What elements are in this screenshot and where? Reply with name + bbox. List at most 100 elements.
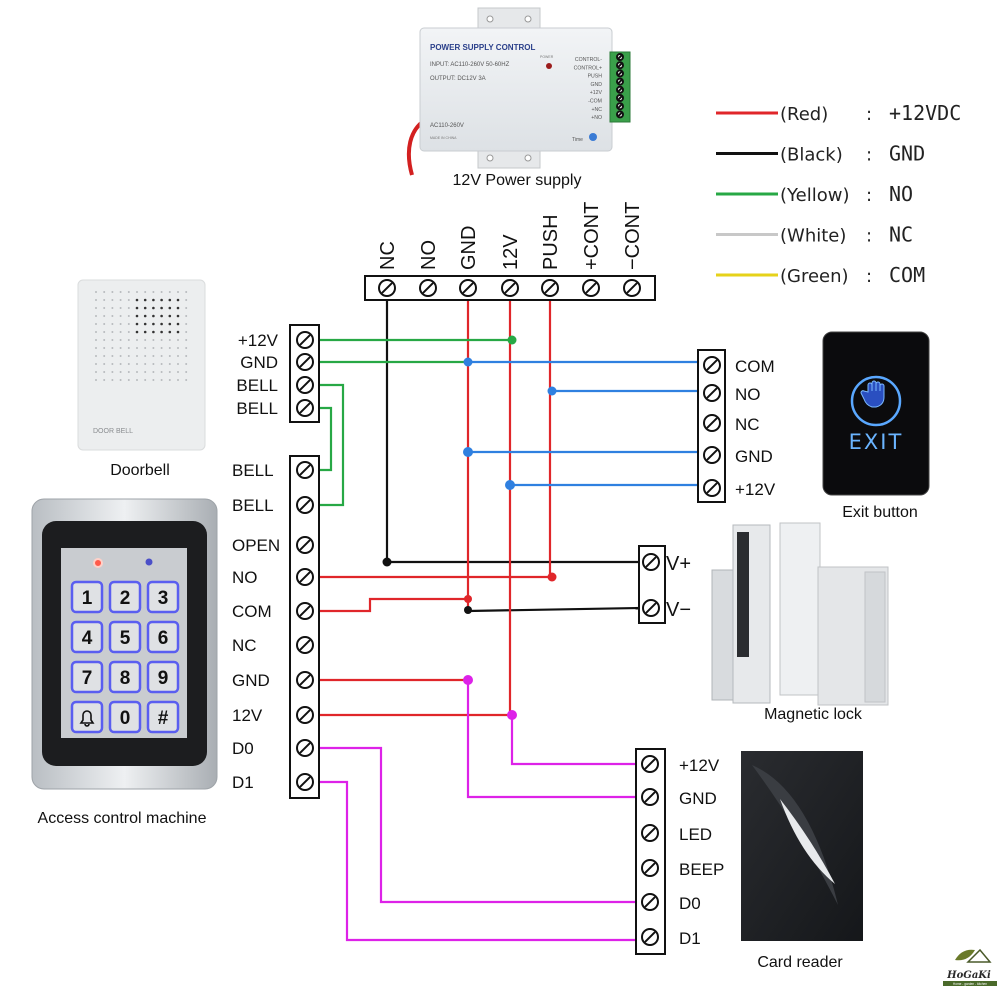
- screw-slot-icon: [626, 282, 638, 294]
- controller-terminal-screw-icon: [296, 496, 314, 514]
- grille-hole: [119, 379, 122, 381]
- screw-slot-icon: [617, 54, 623, 60]
- grille-hole: [185, 347, 188, 349]
- grille-hole: [176, 330, 180, 334]
- grille-hole: [127, 307, 130, 309]
- legend-separator: :: [866, 266, 872, 287]
- keypad-key-face: [146, 620, 180, 654]
- screw-slot-icon: [299, 742, 311, 754]
- legend-color-name: (Yellow): [780, 185, 849, 206]
- grille-hole: [152, 330, 155, 334]
- grille-hole: [160, 330, 163, 334]
- grille-hole: [168, 322, 172, 326]
- grille-hole: [176, 298, 180, 302]
- grille-hole: [177, 371, 179, 373]
- grille-hole: [111, 315, 114, 317]
- grille-hole: [119, 307, 122, 309]
- grille-hole: [160, 298, 163, 302]
- grille-hole: [127, 379, 130, 381]
- exit-button-ring: [850, 375, 902, 427]
- grille-hole: [136, 339, 138, 341]
- psu-side-label: +NO: [591, 115, 602, 121]
- legend-meaning: NC: [889, 223, 913, 247]
- reader-terminal-screw-icon: [641, 893, 659, 911]
- grille-hole: [168, 306, 172, 310]
- power-supply-caption: 12V Power supply: [453, 172, 582, 189]
- controller-terminal-label: COM: [232, 602, 272, 621]
- grille-hole: [103, 315, 106, 317]
- psu-side-label: +12V: [590, 90, 603, 96]
- keypad-key-label: 1: [82, 588, 93, 609]
- controller-terminal-label: D1: [232, 773, 254, 792]
- psu-terminal-label: GND: [458, 226, 480, 270]
- keypad-key-face: [146, 580, 180, 614]
- grille-hole: [95, 347, 97, 349]
- screw-slot-icon: [299, 674, 311, 686]
- lock-magnet: [737, 532, 749, 657]
- grille-hole: [177, 355, 179, 357]
- grille-hole: [160, 379, 163, 381]
- grille-hole: [144, 339, 147, 341]
- exit-button-body: [822, 331, 930, 496]
- grille-hole: [144, 355, 147, 357]
- reader-terminal-block: [635, 748, 666, 955]
- grille-hole: [185, 307, 188, 309]
- psu-terminal-screw-icon: [378, 279, 396, 297]
- screw-slot-icon: [299, 499, 311, 511]
- screw-slot-icon: [645, 602, 657, 614]
- grille-hole: [143, 306, 147, 310]
- grille-hole: [127, 347, 130, 349]
- grille-hole: [177, 291, 179, 293]
- screw-slot-icon: [544, 282, 556, 294]
- card-reader-caption: Card reader: [757, 954, 843, 971]
- reader-terminal-screw-icon: [641, 755, 659, 773]
- card-reader-body: [741, 751, 863, 941]
- controller-terminal-screw-icon: [296, 536, 314, 554]
- grille-hole: [103, 371, 106, 373]
- psu-terminal-label: +CONT: [581, 202, 603, 270]
- grille-hole: [103, 363, 106, 365]
- screw-slot-icon: [299, 402, 311, 414]
- grille-hole: [160, 347, 163, 349]
- controller-terminal-label: 12V: [232, 706, 263, 725]
- grille-hole: [135, 322, 139, 326]
- junction-dot-12v-exit: [505, 480, 515, 490]
- junction-dot-push-exit: [547, 386, 557, 396]
- screw-slot-icon: [422, 282, 434, 294]
- keypad-key-bell: [70, 700, 104, 734]
- grille-hole: [95, 323, 97, 325]
- lock-terminal-screw-icon: [642, 599, 660, 617]
- screw-slot-icon: [706, 359, 718, 371]
- reader-terminal-label: LED: [679, 825, 712, 844]
- legend-color-name: (Black): [780, 145, 843, 166]
- controller-terminal-label: NC: [232, 636, 257, 655]
- legend-separator: :: [866, 145, 872, 166]
- legend-meaning: GND: [889, 142, 925, 166]
- screw-slot-icon: [299, 605, 311, 617]
- junction-dot-gnd-lock: [464, 606, 472, 614]
- keypad-key-9: 9: [146, 660, 180, 694]
- psu-strip-screw-icon: [616, 102, 624, 111]
- grille-hole: [176, 322, 180, 326]
- grille-hole: [103, 355, 106, 357]
- doorbell-terminal-screw-icon: [296, 399, 314, 417]
- psu-side-label: PUSH: [588, 74, 603, 80]
- grille-hole: [111, 347, 114, 349]
- grille-hole: [185, 339, 188, 341]
- keypad-key-8: 8: [108, 660, 142, 694]
- lock-terminal-screw-icon: [642, 553, 660, 571]
- grille-hole: [127, 315, 130, 317]
- doorbell-device: DOOR BELL Doorbell: [77, 279, 206, 479]
- exit-terminal-screw-icon: [703, 479, 721, 497]
- keypad-key-label: 2: [120, 588, 131, 609]
- legend-separator: :: [866, 226, 872, 247]
- grille-hole: [95, 307, 97, 309]
- keypad-key-face: [146, 660, 180, 694]
- psu-side-label: CONTROL+: [574, 65, 602, 71]
- grille-hole: [127, 291, 130, 293]
- grille-hole: [127, 355, 130, 357]
- controller-terminal-screw-icon: [296, 636, 314, 654]
- reader-terminal-label: BEEP: [679, 860, 724, 879]
- grille-hole: [111, 363, 114, 365]
- grille-hole: [111, 379, 114, 381]
